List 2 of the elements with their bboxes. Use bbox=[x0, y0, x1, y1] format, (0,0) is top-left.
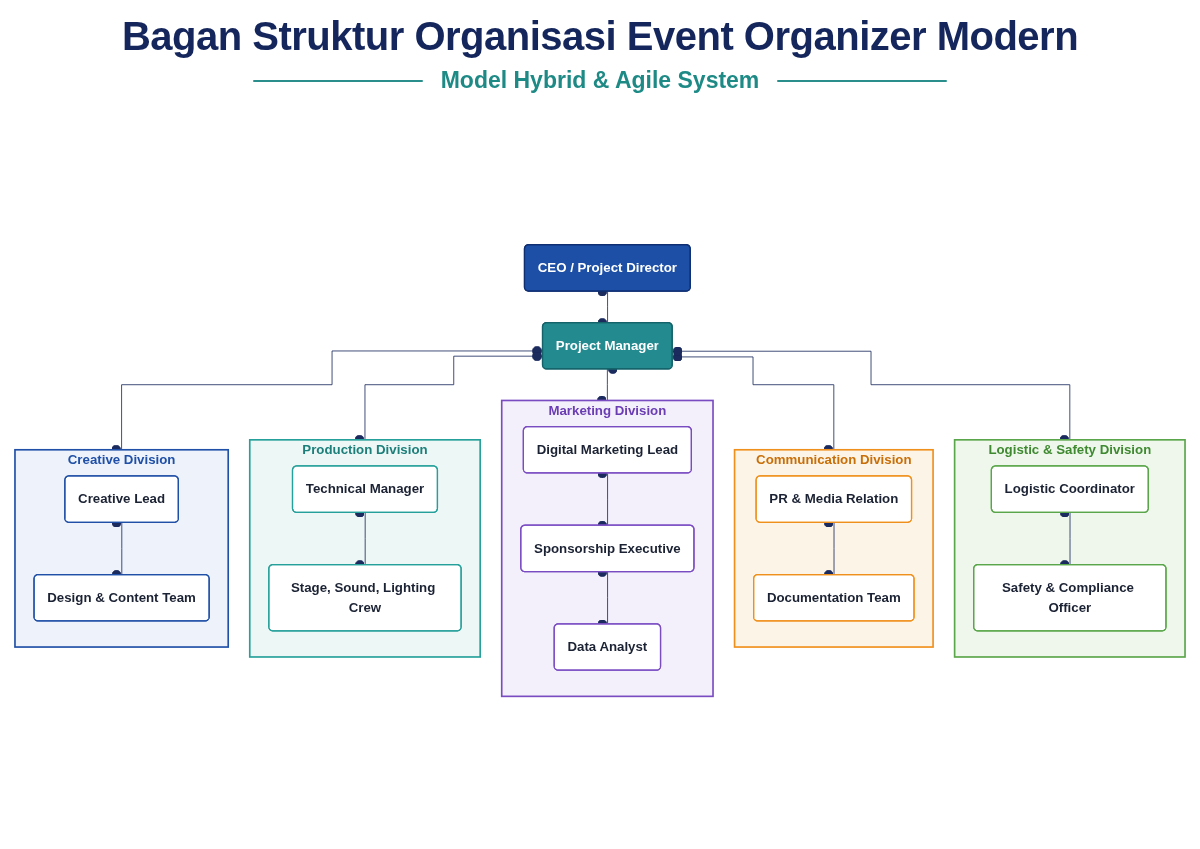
diagram-title: Bagan Struktur Organisasi Event Organizer Modern bbox=[121, 14, 1079, 59]
subtitle: Model Hybrid & Agile System bbox=[440, 67, 760, 94]
